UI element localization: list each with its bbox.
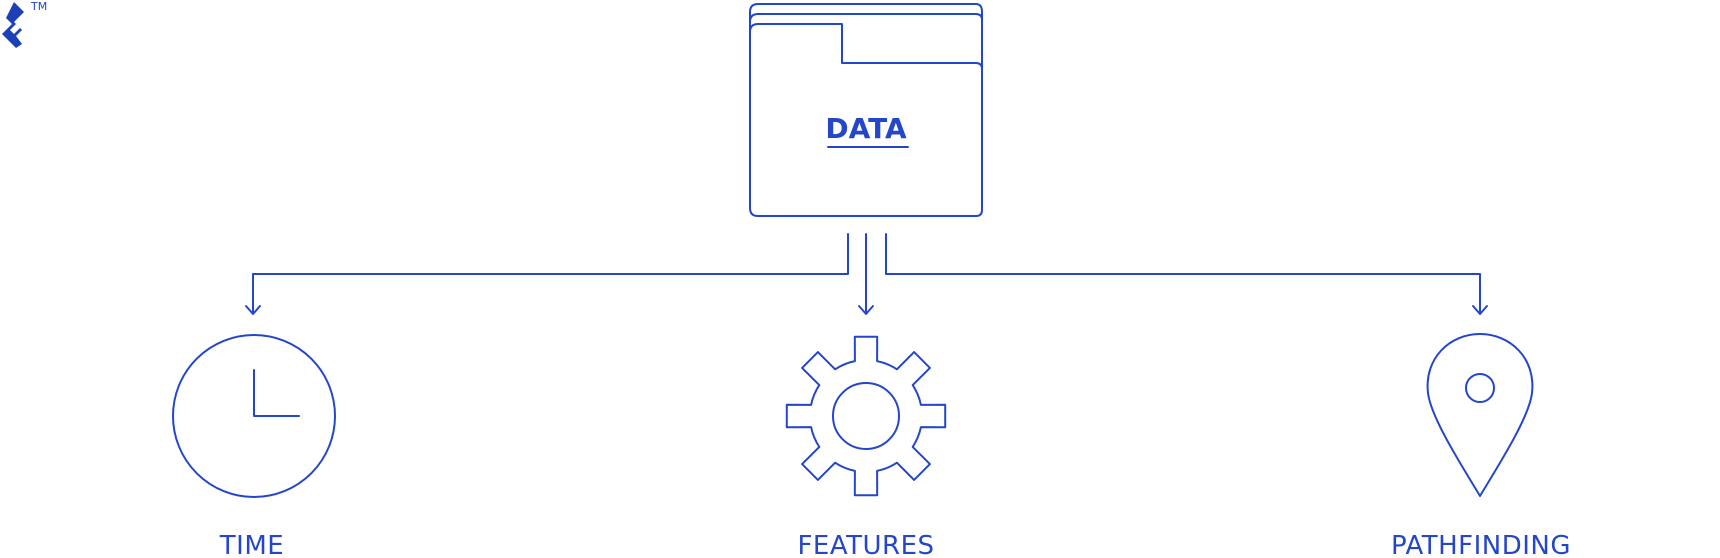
folder-back [749, 3, 983, 217]
gear-icon [785, 335, 947, 497]
logo-mark-inner [10, 24, 20, 34]
logo-mark [2, 2, 24, 48]
folder-back-tab [749, 13, 983, 23]
node-label-time: TIME [219, 531, 284, 558]
clock-hands [253, 369, 300, 417]
pin-outline [1426, 333, 1534, 497]
folder-front [749, 23, 983, 70]
node-label-pathfinding: PATHFINDING [1391, 531, 1571, 558]
arrowhead-time [245, 305, 261, 315]
trademark-label: TM [30, 0, 47, 13]
connector-pathfinding [885, 233, 1488, 315]
clock-face [172, 334, 336, 498]
folder-icon [749, 3, 983, 217]
gear-hole [832, 382, 900, 450]
connector-time [245, 233, 849, 315]
arrowhead-features [858, 305, 874, 315]
clock-icon [172, 334, 336, 498]
connector-line-pathfinding [885, 233, 1481, 314]
gear-outline [785, 335, 947, 497]
node-label-features: FEATURES [797, 531, 934, 558]
connector-line-time [252, 233, 849, 314]
arrowhead-pathfinding [1472, 305, 1488, 315]
pin-center [1465, 373, 1495, 403]
folder-title: DATA [825, 112, 907, 145]
connector-features [858, 233, 874, 315]
map-pin-icon [1426, 333, 1534, 497]
toptal-logo-icon [2, 2, 24, 48]
